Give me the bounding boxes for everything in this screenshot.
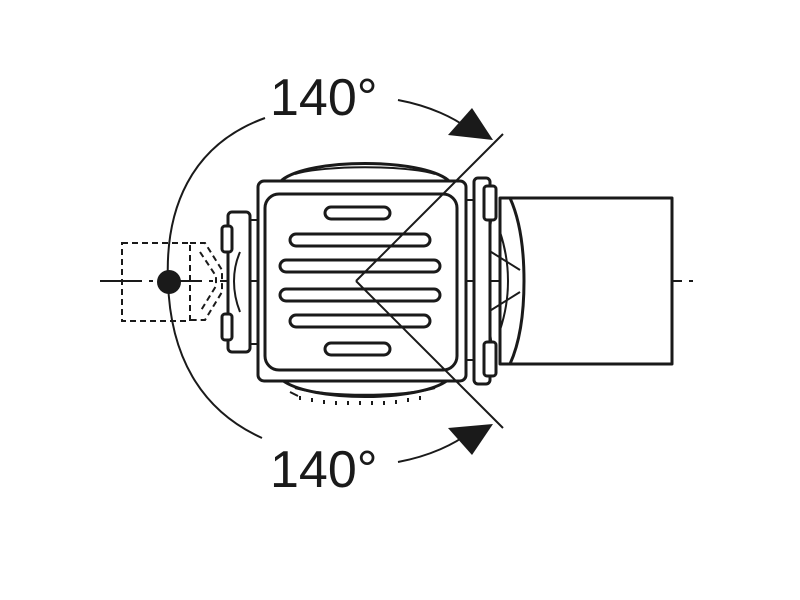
angle-label-top: 140°	[270, 69, 378, 127]
drain-body-circle	[280, 162, 450, 405]
right-flange	[464, 176, 498, 386]
outlet-pipe	[486, 196, 674, 366]
limit-line-bottom	[355, 280, 504, 429]
arrow-bottom-icon	[448, 424, 493, 455]
limit-line-top	[355, 133, 504, 282]
rotation-arc-bottom	[167, 280, 263, 439]
ghost-outlet-dashed	[121, 242, 223, 322]
square-grate	[256, 179, 468, 383]
left-flange	[220, 210, 258, 354]
angle-label-bottom: 140°	[270, 441, 378, 499]
pivot-point-icon	[157, 270, 181, 294]
rotation-arc-top	[166, 117, 266, 282]
arrow-top-icon	[448, 108, 493, 140]
